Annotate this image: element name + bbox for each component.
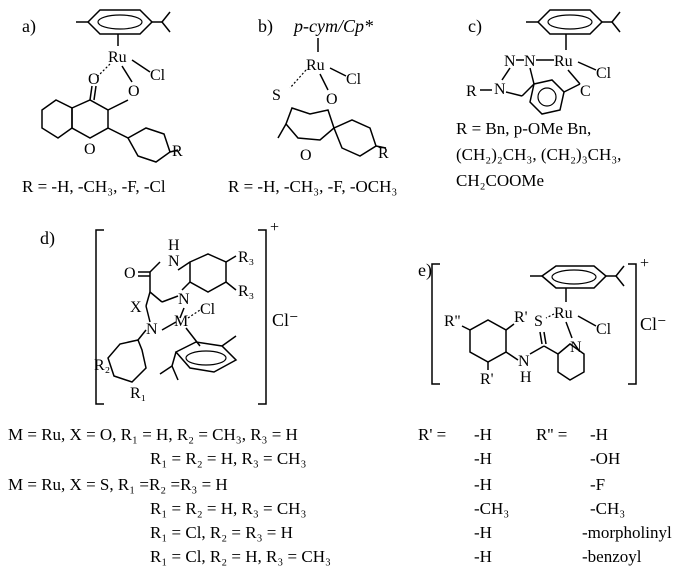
panel-c: c) Ru Cl N N N R [456,9,621,190]
panel-d-quinazolinone [138,253,237,303]
panel-e-r1-value-2: -H [474,449,492,468]
panel-e-cl: Cl [596,321,612,338]
panel-d-cl: Cl [200,301,216,318]
panel-d-variant-5: R₁ = Cl, R₂ = R₃ = H [150,523,293,542]
panel-d-r3-bottom: R₃ [238,283,254,300]
panel-d-n-amide: N [168,253,180,270]
panel-e-s: S [534,313,543,330]
panel-d-variant-3: M = Ru, X = S, R₁ =R₂ =R₃ = H [8,475,228,494]
panel-e-label: e) [418,260,432,281]
panel-d-variant-list: M = Ru, X = O, R₁ = H, R₂ = CH₃, R₃ = H … [8,425,331,566]
panel-e-r2-value-4: -CH₃ [590,499,625,518]
panel-a-r: R [172,143,183,160]
panel-c-ru: Ru [554,53,573,70]
panel-b-ru: Ru [306,57,325,74]
panel-e-counter-ion: Cl⁻ [640,314,667,334]
panel-e-r1-value-1: -H [474,425,492,444]
panel-b-o-ring: O [300,147,312,164]
panel-e-r2-value-6: -benzoyl [582,547,642,566]
panel-c-n1: N [494,81,506,98]
panel-c-cymene-ring [526,9,621,50]
panel-a-o-hydroxy: O [128,83,140,100]
panel-e-r2-value-5: -morpholinyl [582,523,672,542]
panel-d-heterocycle [145,291,185,331]
panel-d-variant-4: R₁ = R₂ = H, R₃ = CH₃ [150,499,306,518]
panel-e-r1-header: R' = [418,425,446,444]
panel-d-label: d) [40,228,55,249]
panel-a: a) Ru Cl O O O R R = -H, -CH₃, - [22,9,183,196]
panel-e-nh-h: H [520,369,532,386]
panel-e-bracket [431,263,637,385]
panel-c-triazole-ring [480,59,535,97]
panel-e-nh-n: N [518,353,530,370]
panel-e-r-prime-bottom: R' [480,371,494,388]
panel-c-r-line-1: R = Bn, p-OMe Bn, [456,119,591,138]
panel-a-label: a) [22,16,36,37]
panel-d-r3-top: R₃ [238,249,254,266]
panel-d-variant-1: M = Ru, X = O, R₁ = H, R₂ = CH₃, R₃ = H [8,425,298,444]
panel-e-r-prime-top: R' [514,309,528,326]
panel-e-ru: Ru [554,305,573,322]
panel-a-o-ring: O [84,141,96,158]
panel-c-phenyl-ring [529,69,581,115]
panel-d-o: O [124,265,136,282]
panel-b-r: R [378,145,389,162]
panel-b-ligand: p-cym/Cp* [292,16,373,36]
panel-e-r-double-prime: R'' [444,313,461,330]
panel-a-flavonol-core [41,85,179,163]
panel-c-metallated-c: C [580,83,591,100]
panel-e-r2-value-1: -H [590,425,608,444]
panel-d-m: M [174,313,188,330]
panel-d-n-bottom: N [146,321,158,338]
panel-a-ru: Ru [108,49,127,66]
panel-b: b) p-cym/Cp* Ru Cl S O O R R = -H, -CH₃,… [228,16,397,196]
panel-e-r1-value-3: -H [474,475,492,494]
panel-e-r2-header: R'' = [536,425,567,444]
panel-e-charge: + [640,255,649,272]
panel-d-counter-ion: Cl⁻ [272,310,299,330]
panel-c-cl: Cl [596,65,612,82]
panel-b-cl: Cl [346,71,362,88]
panel-e-r2-value-3: -F [590,475,605,494]
panel-e: e) + Cl⁻ Ru Cl S N N H [418,255,667,388]
panel-b-label: b) [258,16,273,37]
panel-a-cl: Cl [150,67,166,84]
panel-c-n3: N [504,53,516,70]
panel-d: d) + Cl⁻ H N R₃ R₃ O N [40,219,299,405]
panel-a-o-carbonyl: O [88,71,100,88]
panel-d-x: X [130,299,142,316]
panel-e-aryl-ring [461,319,519,370]
panel-d-aryl-ring [107,329,147,383]
panel-c-r-line-2: (CH₂)₂CH₃, (CH₂)₃CH₃, [456,145,621,164]
panel-b-pyranone-ring [277,107,387,157]
panel-d-variant-2: R₁ = R₂ = H, R₃ = CH₃ [150,449,306,468]
panel-b-s: S [272,87,281,104]
panel-d-n-imine: N [178,291,190,308]
panel-b-o-hydroxy: O [326,91,338,108]
panel-c-label: c) [468,16,482,37]
panel-d-bracket [95,229,267,405]
panel-a-r-definition: R = -H, -CH₃, -F, -Cl [22,177,166,196]
panel-d-charge: + [270,219,279,236]
panel-e-r1-value-4: -CH₃ [474,499,509,518]
panel-d-cymene-ring [159,327,238,381]
panel-c-n2: N [524,53,536,70]
panel-d-r2: R₂ [94,357,110,374]
panel-c-r: R [466,83,477,100]
panel-b-r-definition: R = -H, -CH₃, -F, -OCH₃ [228,177,397,196]
panel-e-r2-value-2: -OH [590,449,620,468]
panel-e-thioamide-pyridine [529,331,585,381]
panel-a-cymene-ring [76,9,171,46]
panel-d-r1: R₁ [130,385,146,402]
panel-e-substituent-table: R' = -H -H -H -CH₃ -H -H R'' = -H -OH -F… [418,425,672,566]
panel-e-r1-value-6: -H [474,547,492,566]
panel-e-r1-value-5: -H [474,523,492,542]
panel-c-r-line-3: CH₂COOMe [456,171,544,190]
panel-d-h: H [168,237,180,254]
panel-e-cymene-ring [530,265,625,302]
panel-d-variant-6: R₁ = Cl, R₂ = H, R₃ = CH₃ [150,547,331,566]
